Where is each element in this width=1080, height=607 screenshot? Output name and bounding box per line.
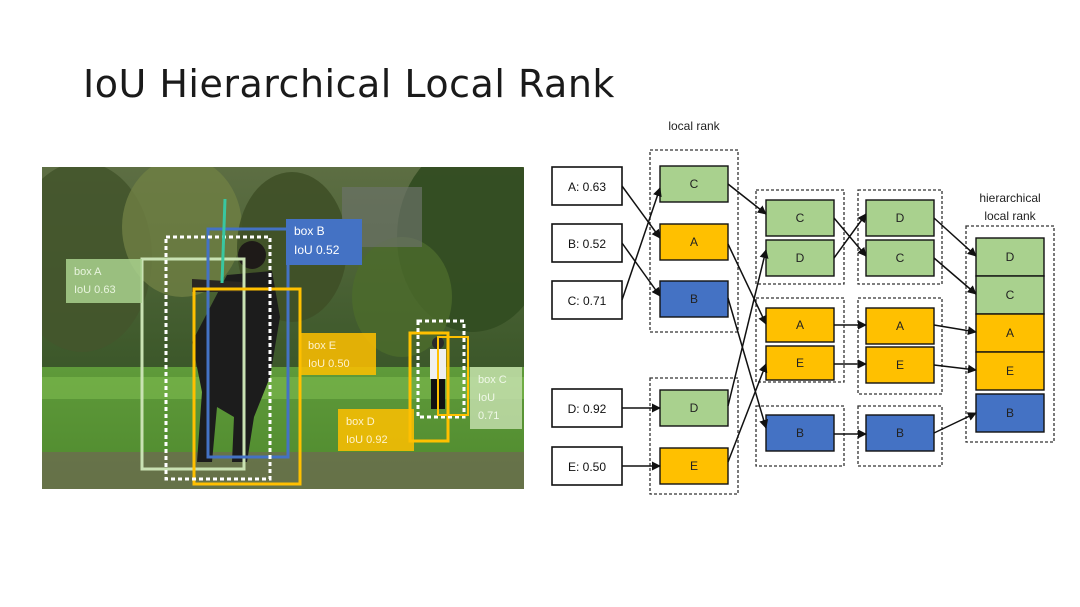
mp2-node-d <box>865 199 935 237</box>
lr2-node-d <box>659 389 729 427</box>
box-a-line <box>220 198 227 284</box>
input-e: E: 0.50 <box>568 460 606 474</box>
lr1-letter-b: B <box>690 292 698 306</box>
lr1-node-b <box>659 280 729 318</box>
lr2-node-e <box>659 447 729 485</box>
hierarchical-rank-group <box>965 225 1055 443</box>
box-b-tag: box B IoU 0.52 <box>286 219 362 265</box>
mp1-letter-d: D <box>796 251 805 265</box>
box-a-tag: box A IoU 0.63 <box>66 259 142 303</box>
slide-title: IoU Hierarchical Local Rank <box>83 62 615 106</box>
box-c-outline <box>437 336 469 416</box>
mp2-letter-a: A <box>896 319 904 333</box>
mp2-letter-d: D <box>896 211 905 225</box>
mp2-letter-c: C <box>896 251 905 265</box>
lr1-letter-a: A <box>690 235 698 249</box>
lr1-node-a <box>659 223 729 261</box>
mp1-letter-b: B <box>796 426 804 440</box>
box-b-tag-line1: box B <box>294 224 325 238</box>
mp2-node-a <box>865 307 935 345</box>
input-c: C: 0.71 <box>568 294 607 308</box>
mp1-letter-e: E <box>796 356 804 370</box>
box-d-tag-line1: box D <box>346 416 375 428</box>
lr1-node-c <box>659 165 729 203</box>
final-node-e <box>975 351 1045 391</box>
merge-pass1-group-1 <box>755 189 845 285</box>
mp2-node-c <box>865 239 935 277</box>
final-node-c <box>975 275 1045 315</box>
merge-pass2-group-1 <box>857 189 943 285</box>
hierarchical-caption-line1: hierarchical <box>979 191 1040 205</box>
box-e-outline <box>192 287 302 486</box>
final-node-d <box>975 237 1045 277</box>
merge-pass2-group-2 <box>857 297 943 395</box>
local-rank-caption: local rank <box>668 119 720 133</box>
lr1-letter-c: C <box>690 177 699 191</box>
mp1-node-d <box>765 239 835 277</box>
hierarchical-caption-line2: local rank <box>984 209 1036 223</box>
final-letter-a: A <box>1006 326 1014 340</box>
input-d: D: 0.92 <box>568 402 607 416</box>
mp1-node-b <box>765 414 835 452</box>
box-c-tag-line3: 0.71 <box>478 410 499 422</box>
tree-foliage <box>42 167 524 357</box>
rank-diagram: local rank hierarchical local rank A: 0.… <box>540 110 1070 500</box>
box-e-tag-line2: IoU 0.50 <box>308 358 350 370</box>
merge-pass1-group-2 <box>755 297 845 383</box>
box-b-outline <box>206 227 290 459</box>
box-c-tag: box C IoU 0.71 <box>470 367 522 429</box>
final-letter-e: E <box>1006 364 1014 378</box>
mp1-node-a <box>765 307 835 343</box>
mp2-letter-e: E <box>896 358 904 372</box>
box-d-tag-line2: IoU 0.92 <box>346 434 388 446</box>
box-d-tag: box D IoU 0.92 <box>338 409 414 451</box>
input-b: B: 0.52 <box>568 237 606 251</box>
lr2-letter-e: E <box>690 459 698 473</box>
mp1-node-e <box>765 345 835 381</box>
detection-photo: box B IoU 0.52 box A IoU 0.63 box E IoU … <box>42 167 524 489</box>
box-c-tag-line2: IoU <box>478 392 495 404</box>
ground-truth-box-batter <box>164 235 272 481</box>
mp1-letter-a: A <box>796 318 804 332</box>
input-a: A: 0.63 <box>568 180 606 194</box>
box-e-tag-line1: box E <box>308 340 336 352</box>
box-a-tag-line2: IoU 0.63 <box>74 284 116 296</box>
box-e-tag: box E IoU 0.50 <box>300 333 376 375</box>
mp1-letter-c: C <box>796 211 805 225</box>
ground-truth-box-fielder <box>416 319 466 419</box>
rank-arrows <box>621 183 977 471</box>
box-d-outline <box>408 331 450 443</box>
merge-pass1-group-3 <box>755 405 845 467</box>
final-letter-d: D <box>1006 250 1015 264</box>
box-b-tag-line2: IoU 0.52 <box>294 243 340 257</box>
lr2-letter-d: D <box>690 401 699 415</box>
box-a-tag-line1: box A <box>74 266 102 278</box>
final-letter-b: B <box>1006 406 1014 420</box>
final-letter-c: C <box>1006 288 1015 302</box>
box-c-tag-line1: box C <box>478 374 507 386</box>
mp2-letter-b: B <box>896 426 904 440</box>
input-scores: A: 0.63 B: 0.52 C: 0.71 D: 0.92 E: 0.50 <box>551 166 623 486</box>
